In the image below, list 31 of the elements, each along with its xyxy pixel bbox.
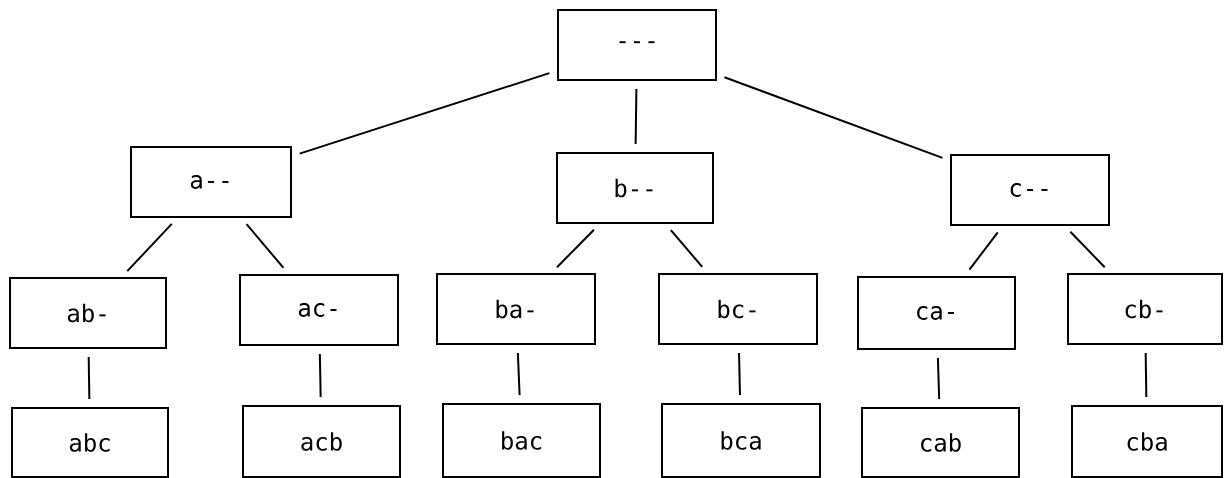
connector-line (1144, 352, 1148, 398)
connector-line (968, 231, 999, 271)
connector-line (318, 353, 322, 398)
tree-node-box: abc (11, 407, 169, 478)
connector-line (298, 72, 551, 155)
connector-line (634, 88, 638, 145)
connector-line (723, 76, 944, 159)
tree-node-box: cba (1071, 405, 1223, 478)
tree-node-box: bca (661, 403, 821, 478)
tree-node-box: ca- (857, 276, 1016, 350)
connector-line (556, 228, 595, 269)
connector-line (126, 222, 173, 273)
tree-node-box: ab- (9, 277, 167, 349)
connector-line (936, 357, 941, 400)
tree-node-box: ac- (239, 274, 399, 346)
connector-line (516, 352, 521, 396)
tree-node-box: acb (242, 405, 401, 478)
tree-node-box: cab (861, 407, 1020, 478)
connector-line (1069, 230, 1106, 269)
connector-line (87, 356, 91, 400)
connector-line (245, 223, 285, 269)
tree-node-box: --- (557, 9, 717, 81)
tree-node-box: bac (442, 403, 601, 478)
tree-node-box: ba- (436, 273, 596, 345)
tree-node-box: b-- (556, 152, 714, 224)
connector-line (738, 352, 741, 396)
tree-node-box: a-- (130, 146, 292, 218)
connector-line (669, 229, 704, 268)
tree-node-box: bc- (658, 273, 818, 345)
tree-node-box: c-- (950, 154, 1110, 226)
tree-node-box: cb- (1067, 273, 1223, 345)
